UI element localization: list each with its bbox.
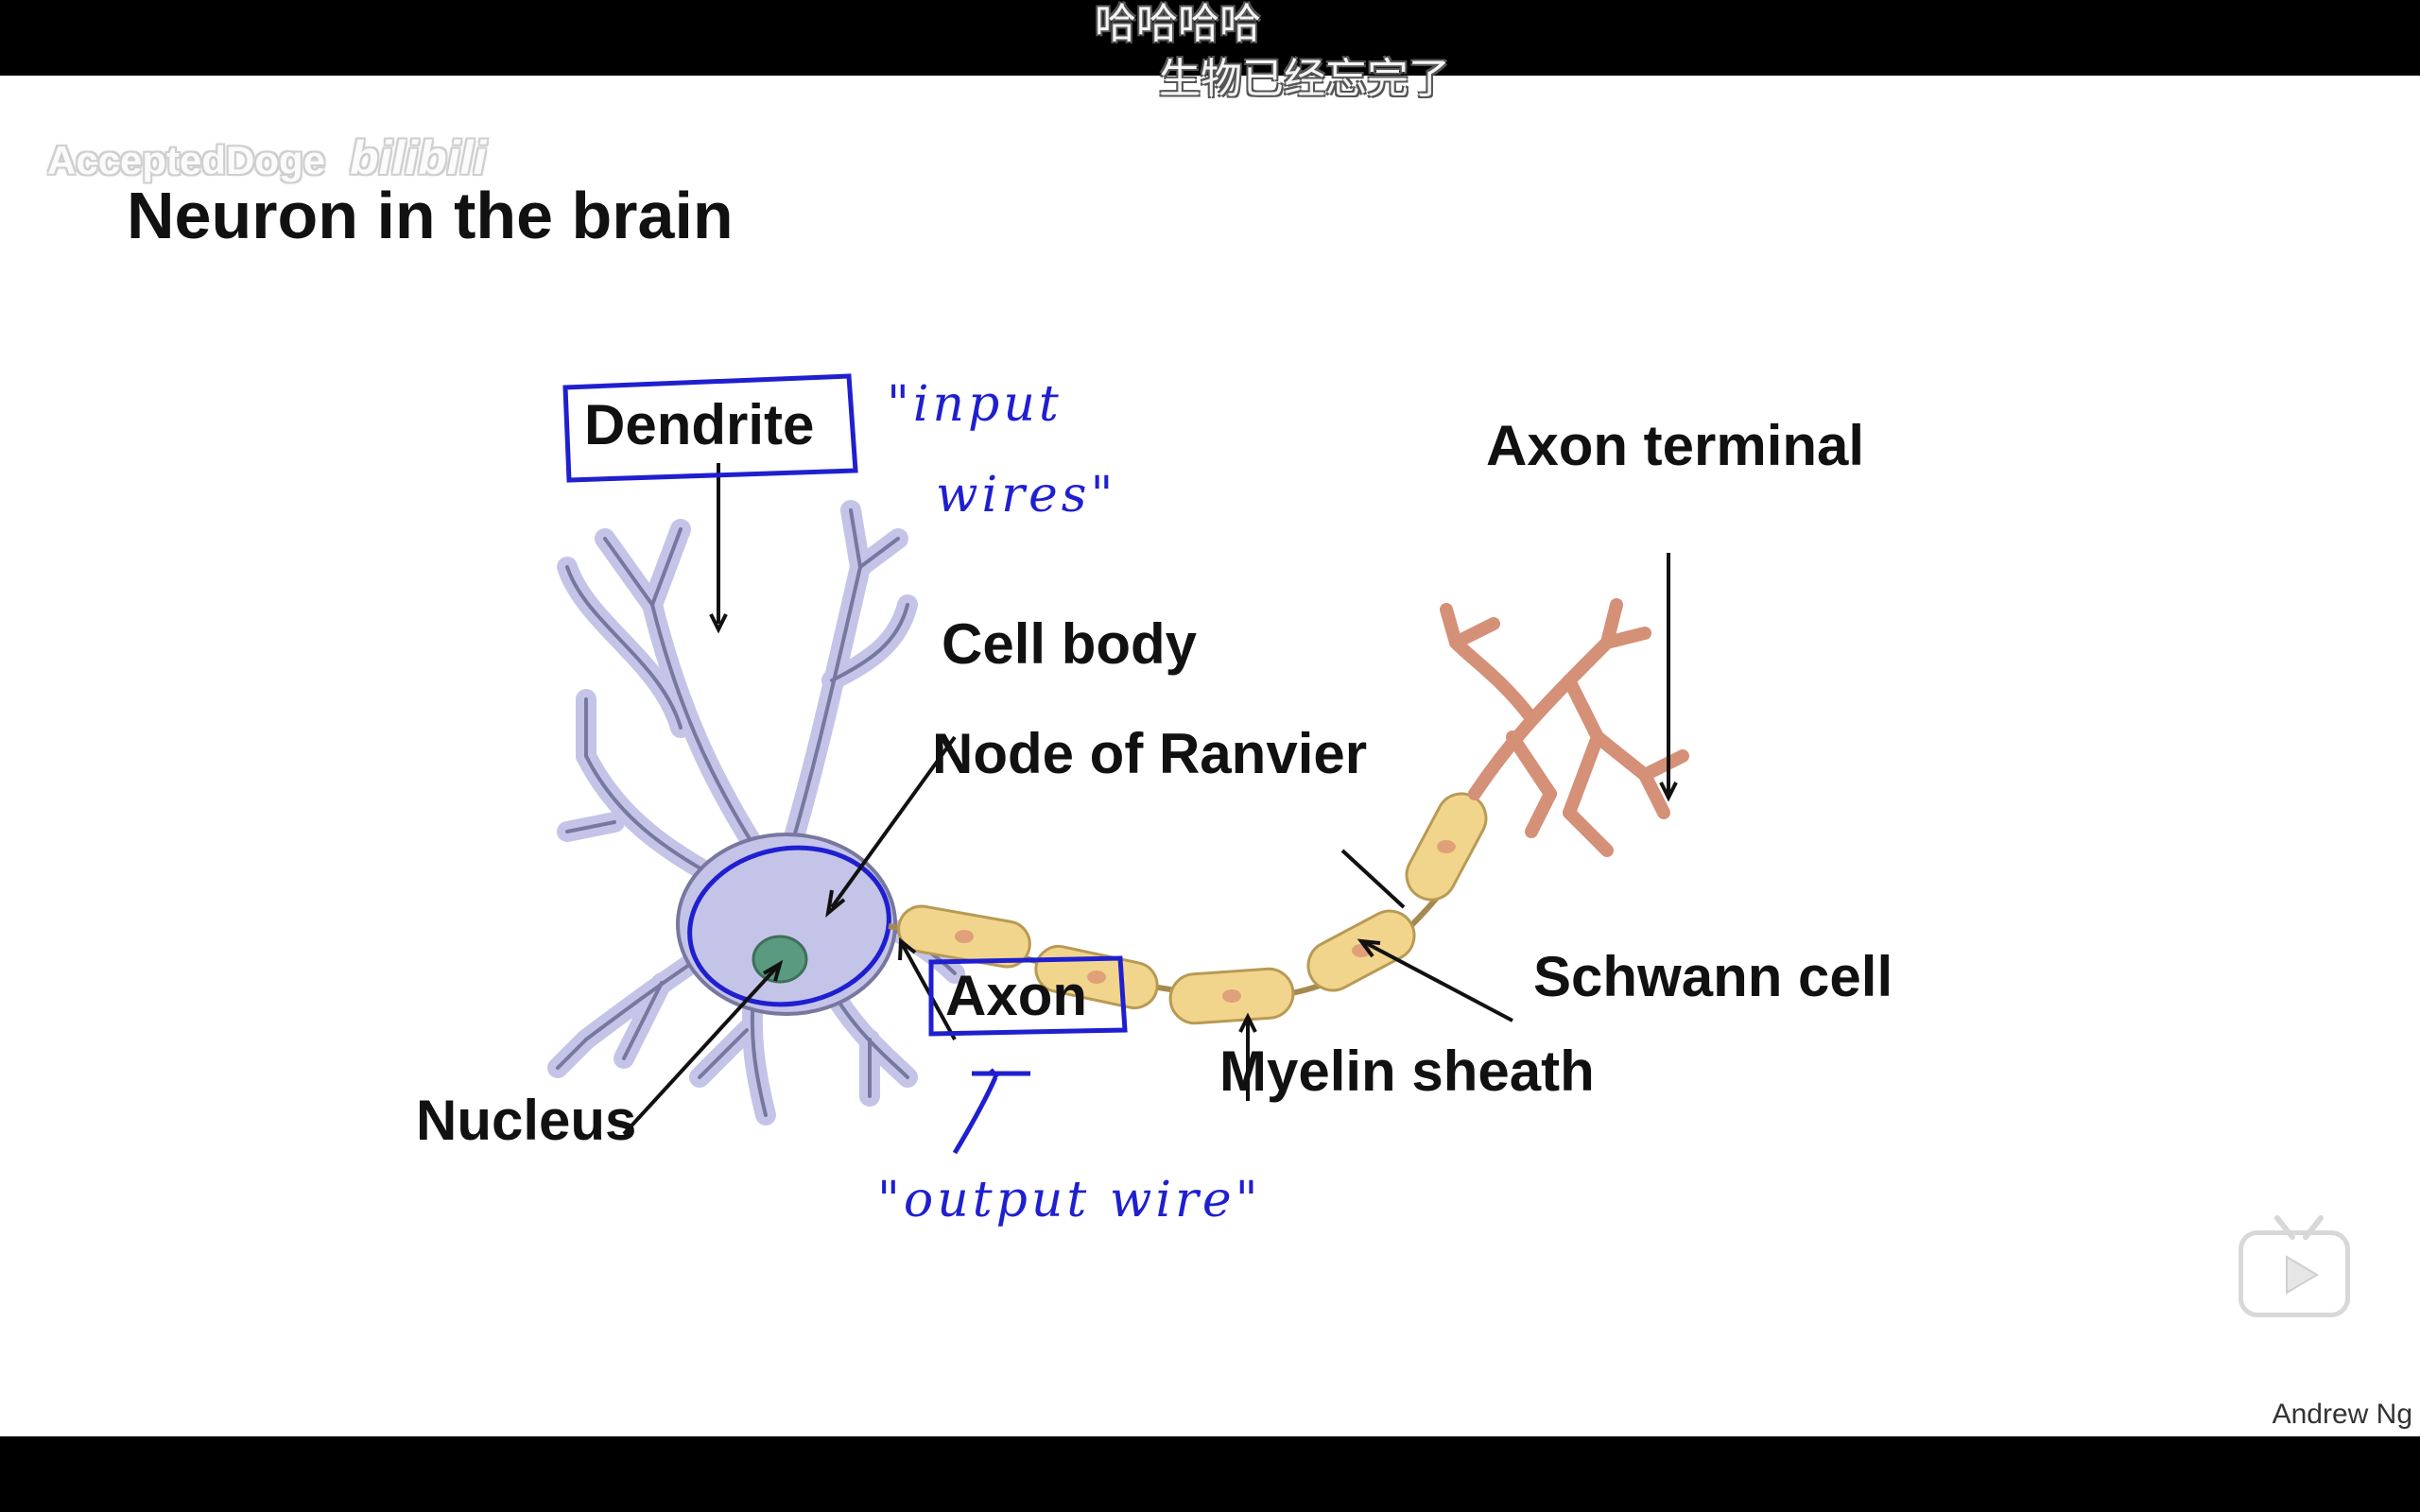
nucleus (752, 935, 808, 984)
neuron-diagram (547, 373, 1689, 1155)
soma-ink-circle (687, 845, 891, 1007)
ink-boxes (562, 373, 1128, 1155)
myelin-segments (897, 792, 1488, 1025)
play-icon (2286, 1255, 2319, 1295)
label-axon-terminal: Axon terminal (1486, 414, 1865, 477)
slide-title: Neuron in the brain (127, 179, 734, 252)
label-dendrite: Dendrite (584, 393, 815, 456)
label-cell-body: Cell body (942, 612, 1198, 676)
bilibili-logo: bilibili (350, 131, 487, 184)
danmaku-comment: 生物已经忘完了 (1159, 55, 1450, 103)
lecture-slide: AcceptedDoge bilibili Neuron in the brain (0, 76, 2420, 1436)
label-myelin-sheath: Myelin sheath (1219, 1040, 1595, 1103)
letterbox-bottom (0, 1436, 2420, 1512)
axon-terminal (1440, 598, 1689, 857)
label-schwann-cell: Schwann cell (1533, 945, 1893, 1008)
watermark-user: AcceptedDoge (47, 138, 326, 182)
play-button[interactable] (2238, 1215, 2350, 1317)
label-node-of-ranvier: Node of Ranvier (932, 722, 1368, 785)
danmaku-comment: 哈哈哈哈 (1095, 0, 1261, 48)
annotation-input-wires-1: "input (887, 376, 1063, 433)
letterbox-top (0, 0, 2420, 76)
tv-ears-icon (2274, 1215, 2324, 1240)
annotation-output-wire: "output wire" (877, 1172, 1262, 1228)
video-watermark: AcceptedDoge bilibili (47, 130, 487, 185)
leader-lines (622, 463, 1678, 1136)
label-axon: Axon (945, 964, 1087, 1027)
label-nucleus: Nucleus (416, 1089, 637, 1152)
annotation-input-wires-2: wires" (936, 467, 1117, 524)
slide-author: Andrew Ng (2272, 1399, 2412, 1430)
cell-body (676, 833, 897, 1016)
dendrites (547, 500, 965, 1125)
